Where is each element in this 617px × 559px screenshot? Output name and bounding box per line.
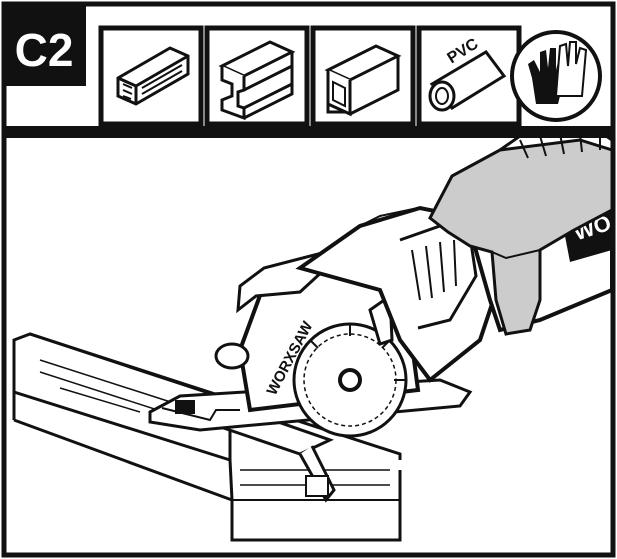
motor-housing bbox=[295, 205, 503, 383]
pvc-pipe-icon: PVC bbox=[416, 25, 522, 127]
aluminium-profile-icon bbox=[204, 25, 310, 127]
blade-guard: WORXSAW bbox=[237, 259, 421, 438]
step-label-box: C2 bbox=[4, 4, 86, 86]
header-divider bbox=[4, 126, 613, 138]
blade-nut bbox=[338, 368, 362, 392]
gloved-hand bbox=[428, 128, 614, 336]
square-tube-icon bbox=[310, 25, 416, 127]
wood-icon bbox=[98, 25, 204, 127]
step-label: C2 bbox=[15, 24, 74, 76]
gloves-icon bbox=[510, 30, 602, 122]
wood-board bbox=[12, 332, 402, 542]
